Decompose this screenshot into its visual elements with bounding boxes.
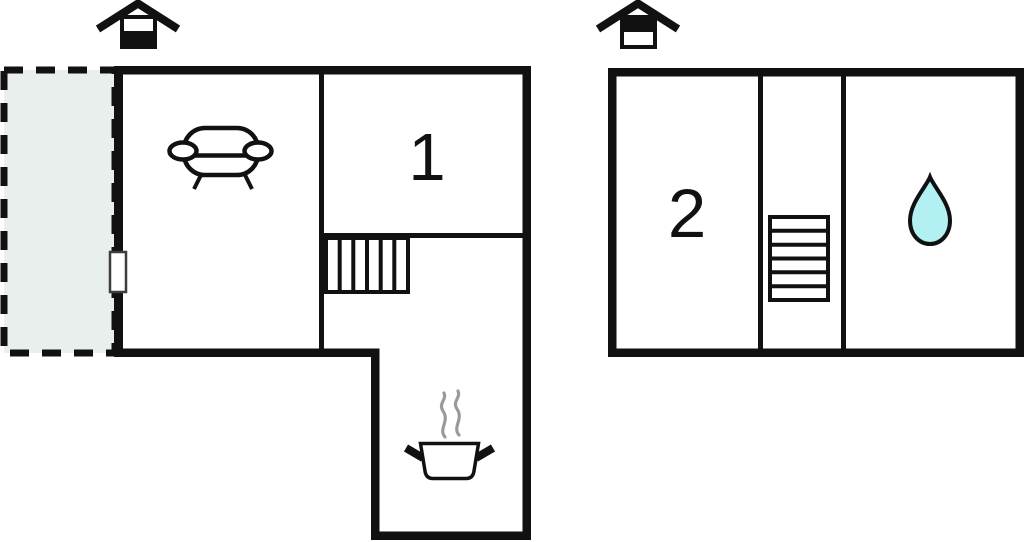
roof [595, 0, 681, 33]
pot-handle-left [403, 444, 426, 462]
steam-line [439, 391, 447, 439]
upper-level-fill [620, 15, 657, 32]
stairs-icon [768, 215, 830, 302]
pot-body [418, 441, 481, 481]
steam-line [453, 389, 461, 437]
ground-floor-plan: 1 [0, 0, 531, 540]
roof [95, 0, 181, 33]
pot-handle-right [473, 444, 496, 462]
interior-wall-left [758, 76, 763, 349]
interior-wall-right [841, 76, 846, 349]
room-number-1: 1 [408, 120, 445, 195]
door-opening [108, 250, 128, 294]
room-number-2: 2 [668, 175, 706, 252]
terrace-area [0, 66, 119, 357]
house-upper-floor-icon [595, 0, 681, 49]
sofa-icon [167, 125, 274, 190]
upper-floor-plan: 2 [595, 0, 1024, 357]
interior-wall-horizontal [324, 233, 523, 238]
house-ground-floor-icon [95, 0, 181, 49]
water-drop-icon [907, 171, 953, 247]
ground-level-fill [120, 31, 157, 47]
cooking-pot-icon [403, 389, 496, 481]
stairs-icon [324, 236, 410, 294]
interior-wall-vertical [319, 74, 324, 349]
